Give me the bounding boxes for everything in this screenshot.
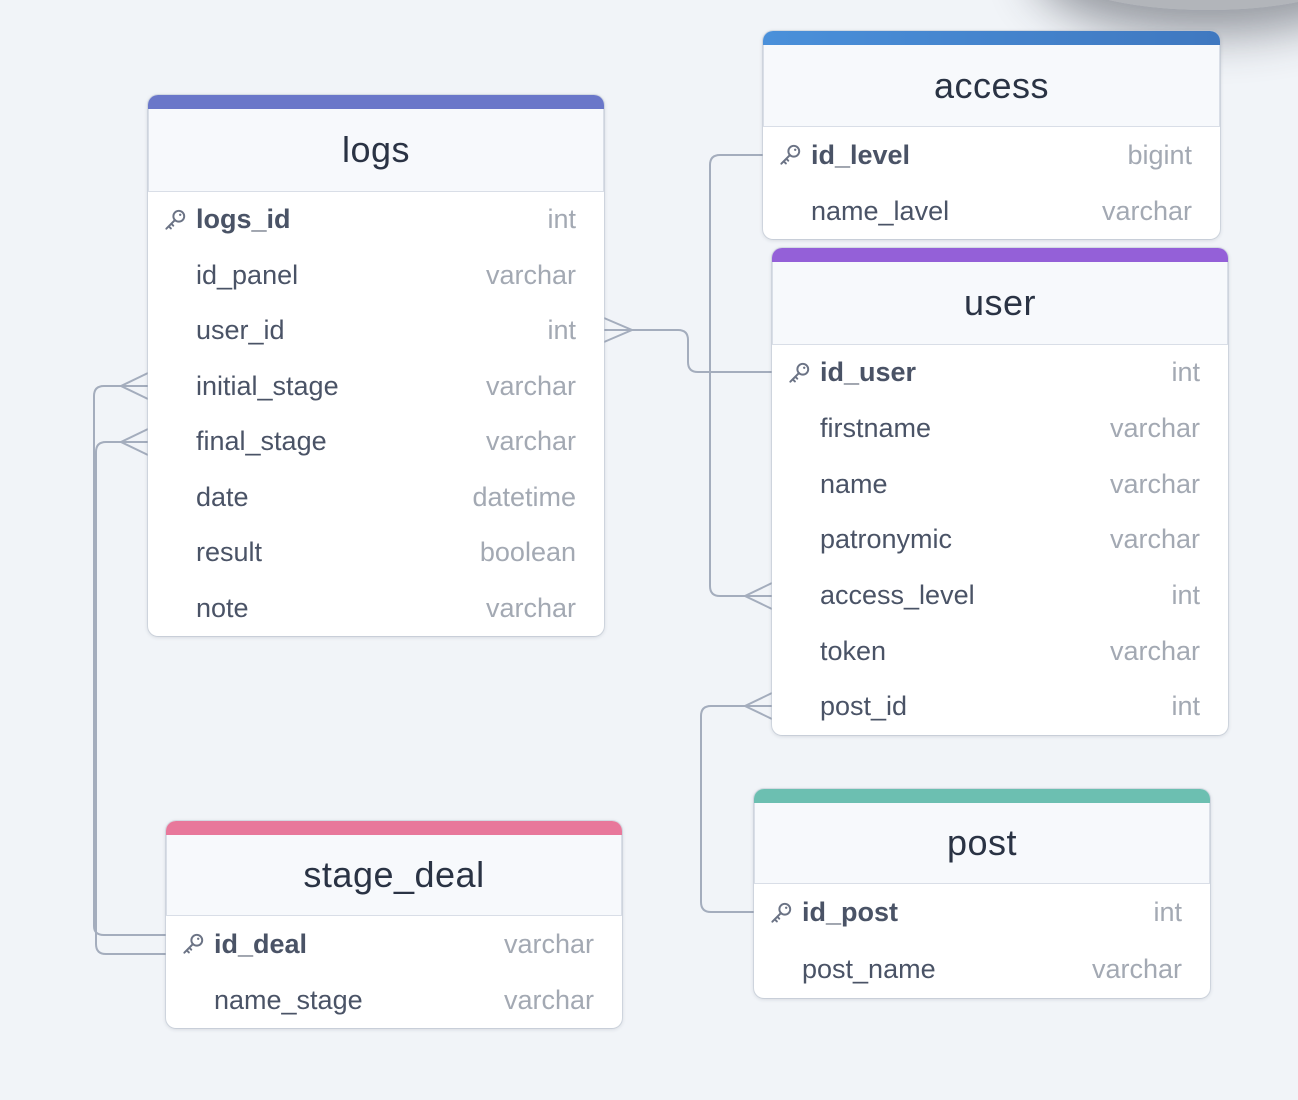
field-row-post-id[interactable]: post_id int <box>772 679 1228 735</box>
field-name: date <box>196 481 249 512</box>
field-type: varchar <box>1109 468 1200 499</box>
table-logs-title[interactable]: logs <box>148 109 604 192</box>
primary-key-icon <box>180 931 206 957</box>
table-access-title[interactable]: access <box>763 45 1220 127</box>
field-type: bigint <box>1127 139 1192 170</box>
table-access-accent-bar <box>763 31 1220 45</box>
field-row-id-post[interactable]: id_post int <box>754 884 1210 941</box>
table-post-title[interactable]: post <box>754 803 1210 884</box>
corner-shadow <box>1058 0 1298 10</box>
field-row-firstname[interactable]: firstname varchar <box>772 401 1228 457</box>
crow-foot-logs-user_id <box>603 317 635 343</box>
relation-logs-user-line <box>604 329 772 373</box>
primary-key-icon <box>777 142 803 168</box>
field-type: int <box>547 204 576 235</box>
field-name: user_id <box>196 315 285 346</box>
primary-key-icon <box>786 360 812 386</box>
field-type: varchar <box>503 984 594 1015</box>
field-type: int <box>1153 897 1182 927</box>
primary-key-icon <box>768 900 794 926</box>
field-type: int <box>547 315 576 346</box>
field-name: note <box>196 592 249 623</box>
field-type: int <box>1171 357 1200 388</box>
field-name: post_name <box>802 954 936 984</box>
field-name: initial_stage <box>196 370 339 401</box>
field-name: post_id <box>820 691 908 722</box>
field-row-result[interactable]: result boolean <box>148 525 604 581</box>
field-row-access-level[interactable]: access_level int <box>772 568 1228 624</box>
field-row-name-stage[interactable]: name_stage varchar <box>166 972 622 1028</box>
field-name: name_stage <box>214 984 363 1015</box>
table-access-fields: id_level bigint name_lavel varchar <box>763 127 1220 239</box>
field-row-note[interactable]: note varchar <box>148 581 604 637</box>
field-row-token[interactable]: token varchar <box>772 623 1228 679</box>
table-post[interactable]: post id_post int post_name varchar <box>754 789 1210 998</box>
field-name: id_post <box>802 897 899 927</box>
table-user-title[interactable]: user <box>772 262 1228 345</box>
field-type: datetime <box>472 481 576 512</box>
field-row-id-panel[interactable]: id_panel varchar <box>148 248 604 304</box>
field-type: varchar <box>485 259 576 290</box>
field-row-patronymic[interactable]: patronymic varchar <box>772 512 1228 568</box>
field-name: id_user <box>820 357 917 388</box>
field-type: varchar <box>1109 413 1200 444</box>
table-access[interactable]: access id_level bigint name_lavel varchar <box>763 31 1220 239</box>
field-row-name[interactable]: name varchar <box>772 456 1228 512</box>
field-row-user-id[interactable]: user_id int <box>148 303 604 359</box>
field-name: id_level <box>811 139 911 170</box>
crow-foot-logs-initial_stage <box>118 372 149 400</box>
field-type: varchar <box>1091 954 1182 984</box>
table-post-accent-bar <box>754 789 1210 803</box>
field-type: varchar <box>485 370 576 401</box>
field-type: varchar <box>1109 635 1200 666</box>
table-user-accent-bar <box>772 248 1228 262</box>
field-type: varchar <box>503 928 594 959</box>
crow-foot-user-access_level <box>742 582 773 610</box>
field-type: varchar <box>1101 195 1192 226</box>
field-type: int <box>1171 580 1200 611</box>
table-stage-deal-title[interactable]: stage_deal <box>166 835 622 916</box>
field-name: name <box>820 468 888 499</box>
table-stage-deal-accent-bar <box>166 821 622 835</box>
table-post-fields: id_post int post_name varchar <box>754 884 1210 998</box>
field-type: int <box>1171 691 1200 722</box>
field-name: final_stage <box>196 426 327 457</box>
field-name: result <box>196 537 263 568</box>
field-row-final-stage[interactable]: final_stage varchar <box>148 414 604 470</box>
crow-foot-logs-final_stage <box>118 428 149 456</box>
field-name: token <box>820 635 887 666</box>
field-type: varchar <box>1109 524 1200 555</box>
table-logs-accent-bar <box>148 95 604 109</box>
field-name: logs_id <box>196 204 291 235</box>
field-name: patronymic <box>820 524 953 555</box>
crow-foot-user-post_id <box>742 692 773 720</box>
field-type: varchar <box>485 592 576 623</box>
field-row-date[interactable]: date datetime <box>148 470 604 526</box>
field-name: access_level <box>820 580 975 611</box>
field-row-id-level[interactable]: id_level bigint <box>763 127 1220 183</box>
field-row-id-deal[interactable]: id_deal varchar <box>166 916 622 972</box>
field-row-name-lavel[interactable]: name_lavel varchar <box>763 183 1220 239</box>
field-row-logs-id[interactable]: logs_id int <box>148 192 604 248</box>
field-row-initial-stage[interactable]: initial_stage varchar <box>148 359 604 415</box>
field-name: id_deal <box>214 928 308 959</box>
primary-key-icon <box>162 207 188 233</box>
field-name: firstname <box>820 413 932 444</box>
field-name: id_panel <box>196 259 299 290</box>
field-name: name_lavel <box>811 195 950 226</box>
field-type: varchar <box>485 426 576 457</box>
field-row-post-name[interactable]: post_name varchar <box>754 941 1210 998</box>
field-row-id-user[interactable]: id_user int <box>772 345 1228 401</box>
field-type: boolean <box>479 537 576 568</box>
